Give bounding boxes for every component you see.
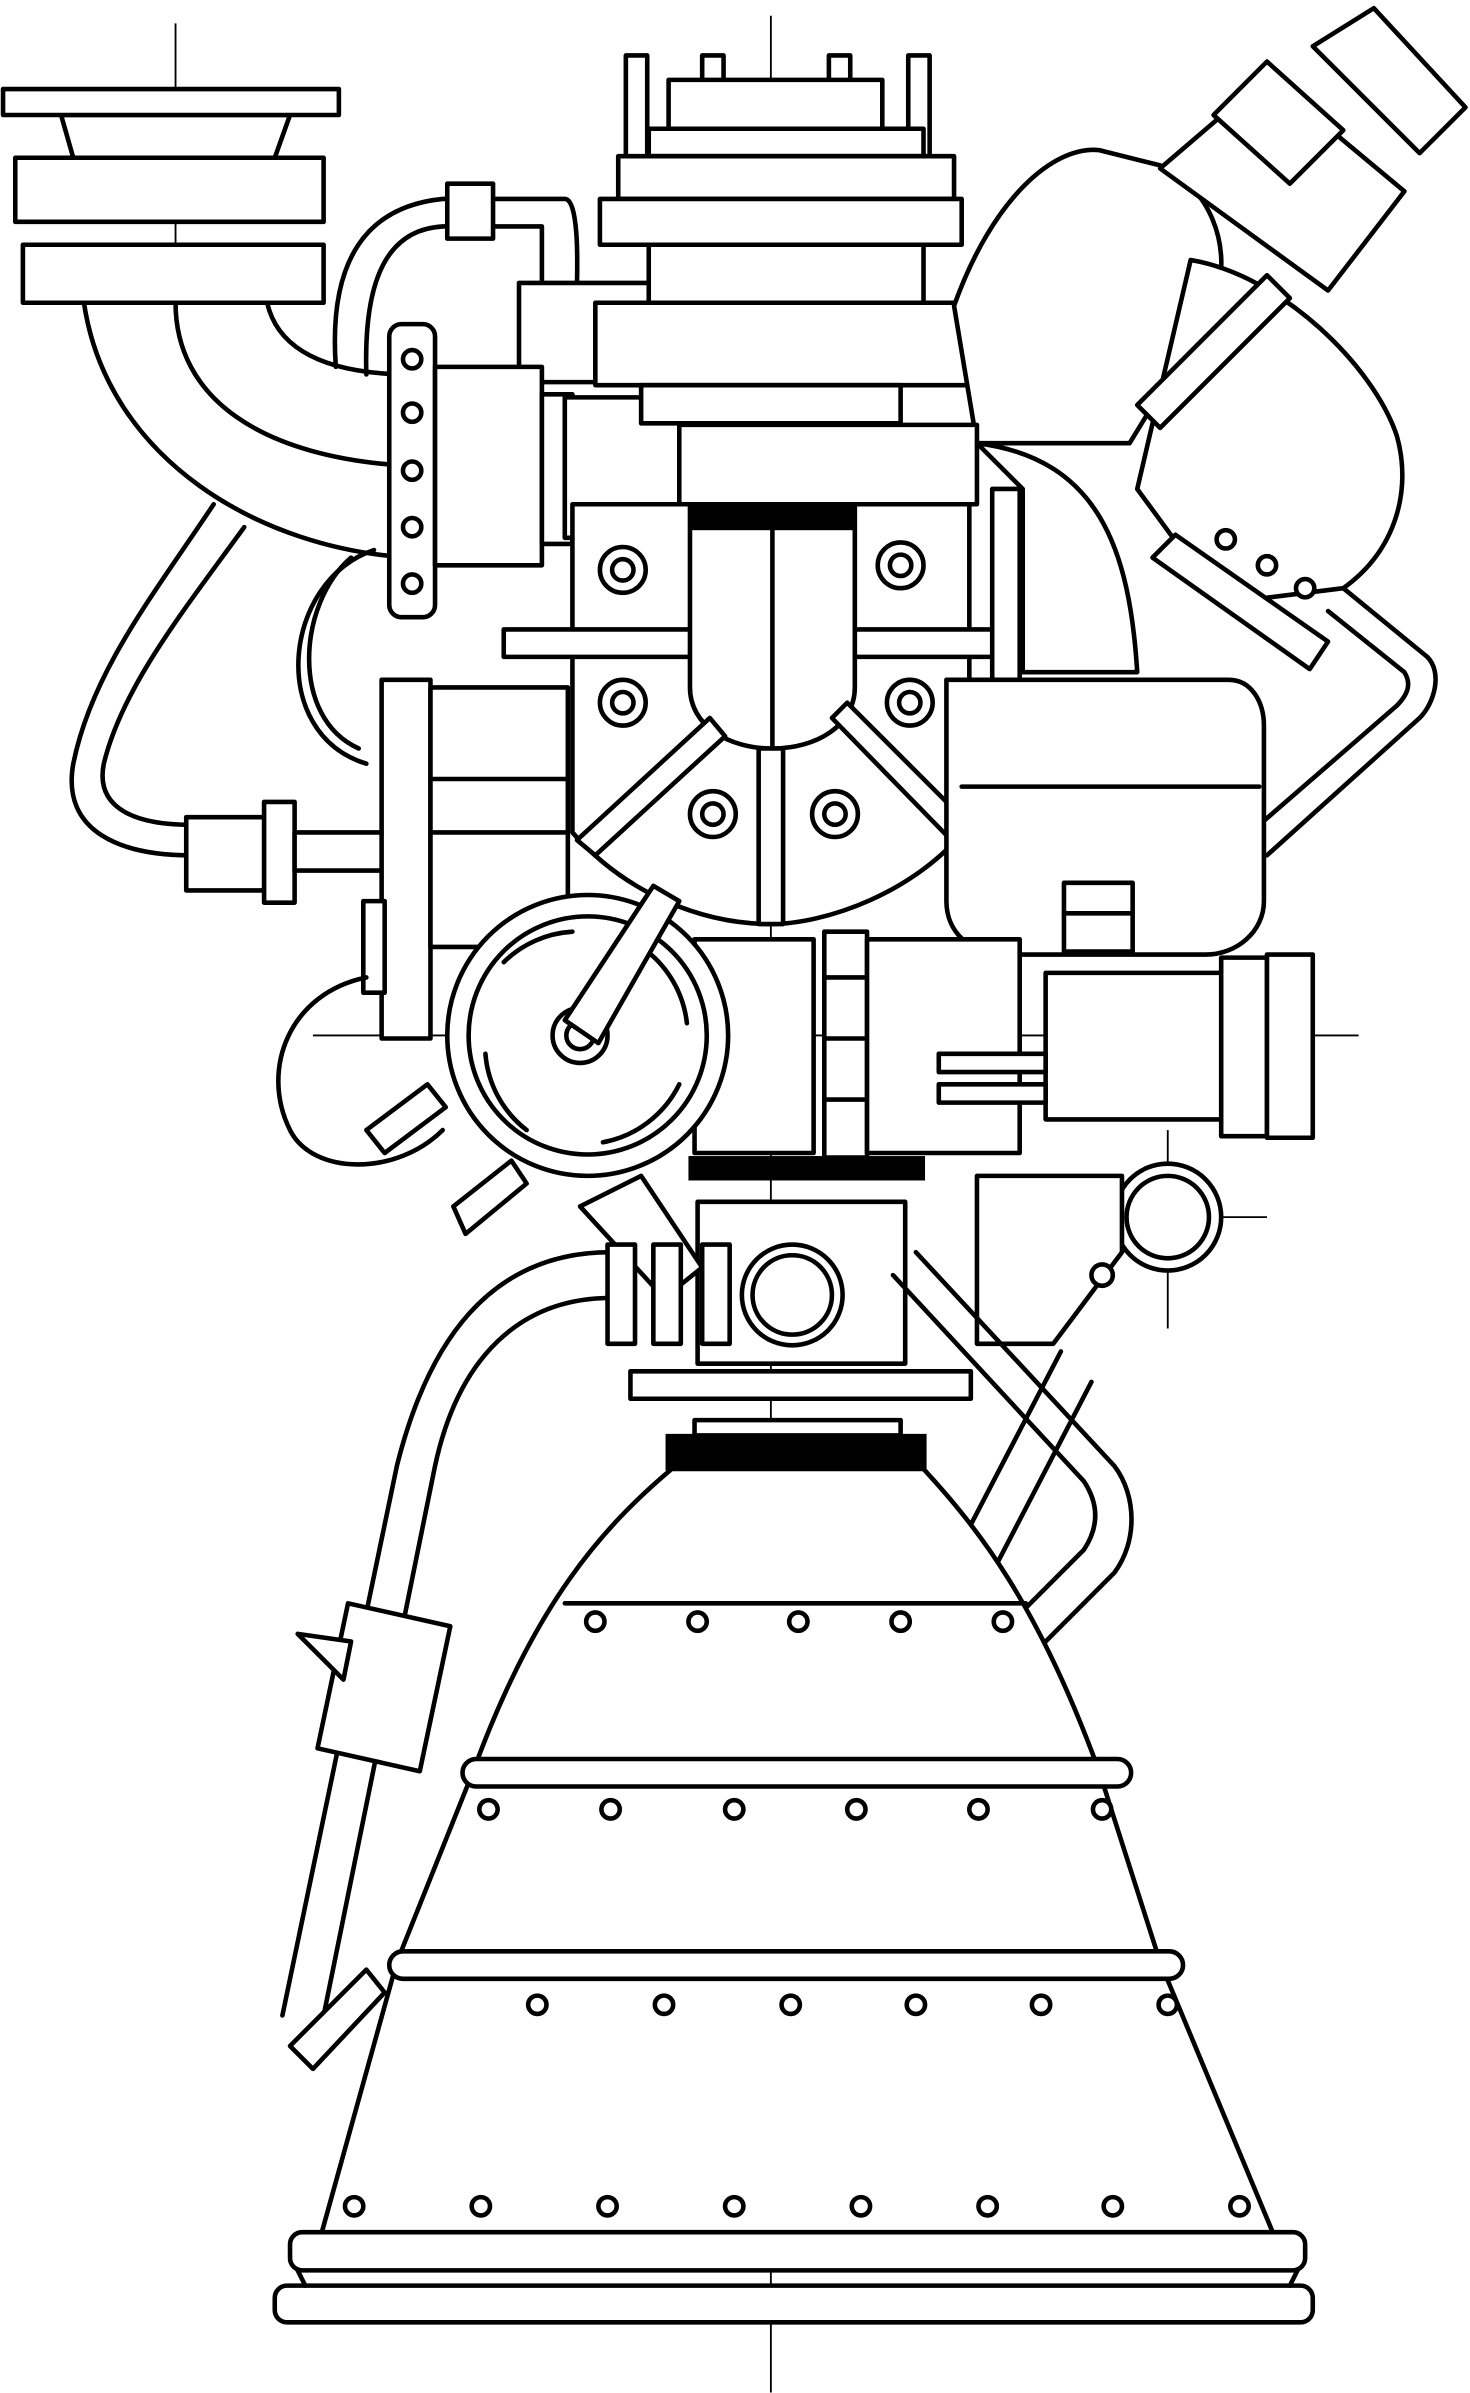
- rivet: [599, 1797, 623, 1821]
- rivet: [583, 1610, 607, 1634]
- rivet: [967, 1797, 990, 1821]
- rivet: [652, 1993, 676, 2017]
- rivet: [844, 1797, 868, 1821]
- rivet: [1228, 2194, 1251, 2218]
- rivet: [722, 1797, 746, 1821]
- right-turbine-housing: [951, 5, 1468, 858]
- right-oxidizer-tank: [944, 440, 1267, 957]
- turbopump: [444, 883, 1022, 1179]
- rivet: [779, 1993, 803, 2017]
- rivets: [342, 1610, 1251, 2218]
- rivet: [1090, 1797, 1114, 1821]
- rivet: [686, 1610, 710, 1634]
- rivet: [889, 1610, 913, 1634]
- left-fuel-pipe: [280, 1242, 732, 2072]
- thrust-chamber-neck: [577, 1156, 974, 1471]
- rivet: [1156, 1993, 1180, 2017]
- rivet: [904, 1993, 928, 2017]
- rivet: [469, 2194, 493, 2218]
- top-valve-stack: [593, 53, 972, 426]
- rivet: [722, 2194, 746, 2218]
- right-return-pipe: [890, 1249, 1134, 1652]
- rivet: [849, 2194, 873, 2218]
- top-left-elbow-duct: [0, 86, 415, 560]
- rivet: [976, 2194, 1000, 2218]
- main-injector-housing: [501, 422, 1041, 927]
- rivet: [991, 1610, 1015, 1634]
- rivet: [596, 2194, 619, 2218]
- left-feed-pipe: [69, 501, 389, 905]
- nozzle-bell: [272, 1466, 1316, 2325]
- rivet: [1101, 2194, 1125, 2218]
- rivet: [786, 1610, 810, 1634]
- rivet: [342, 2194, 366, 2218]
- rivet: [477, 1797, 500, 1821]
- rivet: [525, 1993, 549, 2017]
- rivet: [1029, 1993, 1053, 2017]
